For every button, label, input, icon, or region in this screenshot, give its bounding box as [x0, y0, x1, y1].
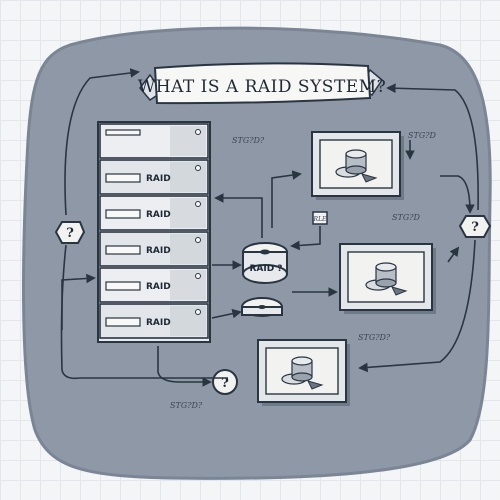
- rack-unit-shade: [170, 270, 206, 300]
- title-banner: WHAT IS A RAID SYSTEM?: [138, 62, 386, 105]
- disk-icon-base: [345, 165, 367, 175]
- disk-icon-base: [291, 372, 313, 382]
- rack-unit-label: RAID: [146, 210, 171, 220]
- disk-stack-label: RAID ?: [249, 264, 282, 274]
- disk-stack: RAID ?: [242, 242, 288, 284]
- rack-unit-label: RAID: [146, 282, 171, 292]
- rack-drive-slot: [105, 317, 141, 327]
- rack-unit-led: [195, 129, 201, 135]
- arrow-disk-to-monitor-top: [271, 170, 302, 228]
- rack-unit-shade: [170, 198, 206, 228]
- disk-icon-cable: [307, 380, 324, 390]
- rack-unit: RAID: [99, 267, 209, 303]
- scribble-middle-right: STG?D?: [358, 333, 391, 342]
- rack-drive-slot: [105, 281, 141, 291]
- arrow-monitor-mid-up: [447, 246, 460, 263]
- rack-unit-shade: [170, 126, 206, 156]
- monitor-middle-right: [339, 243, 436, 314]
- scribble-rack-top: STG?D?: [232, 136, 265, 145]
- badge-left-shape: [54, 221, 86, 244]
- badge-bottom-shape: [212, 369, 238, 395]
- rack-unit-label: RAID: [146, 318, 171, 328]
- question-badge-bottom-label: ?: [221, 376, 229, 391]
- arrow-disk-to-rack: [214, 193, 263, 238]
- rack-unit-shade: [170, 306, 206, 336]
- rack-unit: RAID: [99, 195, 209, 231]
- disk-icon-cable: [361, 173, 378, 183]
- arrow-left-loop-up: [61, 273, 96, 330]
- rack-drive-slot: [105, 245, 141, 255]
- small-box-label: RLE: [313, 216, 328, 223]
- arrow-left-to-title: [64, 68, 140, 216]
- single-disk-hole: [258, 305, 266, 309]
- rack-drive-slot: [105, 209, 141, 219]
- rack-unit: RAID: [99, 159, 209, 195]
- disk-icon-top: [291, 356, 313, 366]
- page-title: WHAT IS A RAID SYSTEM?: [138, 77, 386, 97]
- disk-bottom: [242, 264, 288, 284]
- arrow-rack-down: [157, 346, 212, 387]
- scribble-right-middle: STG?D: [392, 213, 420, 222]
- disk-icon-top: [375, 262, 397, 272]
- arrow-left-loop: [60, 244, 228, 380]
- arrow-title-to-right: [386, 83, 479, 211]
- scribble-bottom-left: STG?D?: [170, 401, 203, 410]
- small-box-frame: [312, 211, 328, 225]
- disk-icon-cable: [391, 286, 408, 296]
- rack-unit: [99, 123, 209, 159]
- arrow-right-to-badge: [440, 175, 475, 214]
- monitor-bottom: [257, 339, 350, 406]
- rack-unit-led: [195, 165, 201, 171]
- rack-unit-shade: [170, 162, 206, 192]
- rack-unit-led: [195, 309, 201, 315]
- rack-unit-led: [195, 237, 201, 243]
- disk-hole: [260, 249, 270, 255]
- rack-drive-slot: [105, 129, 141, 136]
- rack-unit-led: [195, 273, 201, 279]
- rack-unit-led: [195, 201, 201, 207]
- disk-icon-base: [375, 278, 397, 288]
- disk-icon-top: [345, 149, 367, 159]
- scribble-monitor-top-right: STG?D: [408, 131, 436, 140]
- question-badge-left: ?: [54, 221, 86, 244]
- monitor-top-right: [311, 131, 404, 200]
- question-badge-bottom: ?: [212, 369, 238, 395]
- arrow-rack-to-single-disk: [211, 308, 242, 319]
- rack-unit: RAID: [99, 231, 209, 267]
- arrow-right-loop: [358, 239, 476, 373]
- rack-drive-slot: [105, 173, 141, 183]
- rack-unit: RAID: [99, 303, 209, 339]
- question-badge-left-label: ?: [66, 226, 74, 241]
- arrow-small-box-to-disk: [290, 226, 321, 251]
- banner-body: [153, 62, 372, 105]
- small-box: RLE: [312, 211, 328, 225]
- question-badge-right: ?: [458, 215, 492, 238]
- server-rack: RAID RAID RAID RAID RAID: [97, 121, 211, 343]
- question-badge-right-label: ?: [471, 220, 479, 235]
- rack-unit-shade: [170, 234, 206, 264]
- single-disk: [241, 297, 283, 317]
- flow-arrows: [60, 68, 479, 387]
- rack-unit-label: RAID: [146, 246, 171, 256]
- rack-unit-label: RAID: [146, 174, 171, 184]
- badge-right-shape: [458, 215, 492, 238]
